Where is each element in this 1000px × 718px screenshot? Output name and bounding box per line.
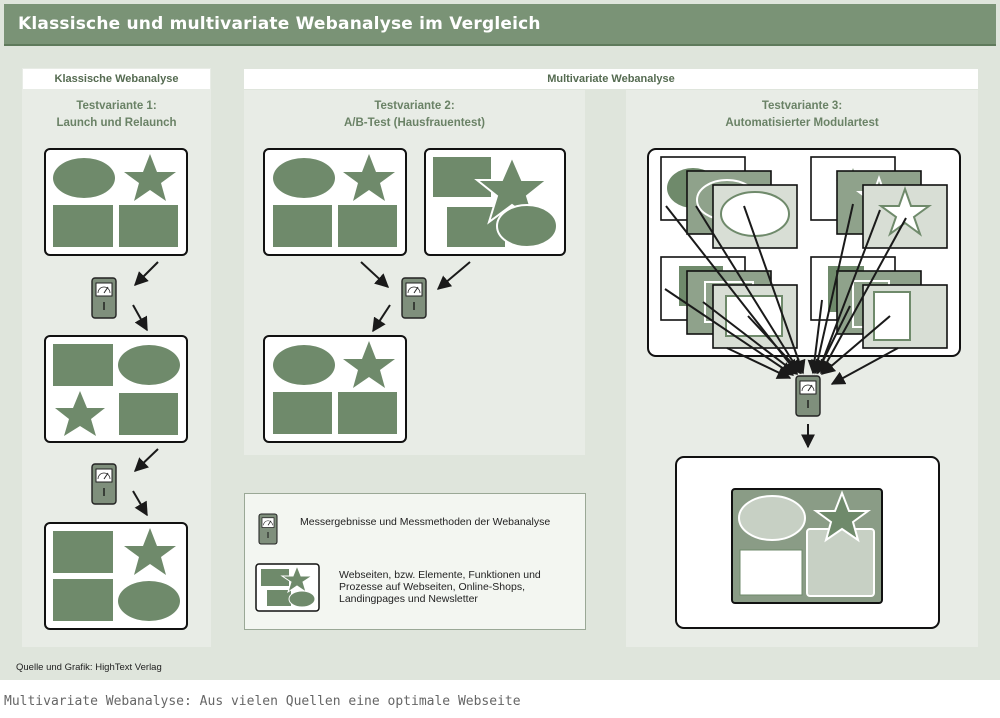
v2-page-b xyxy=(424,148,566,256)
legend-meter-icon xyxy=(258,513,278,545)
variant3-title: Testvariante 3: Automatisierter Modulart… xyxy=(626,98,978,132)
title-bar: Klassische und multivariate Webanalyse i… xyxy=(4,4,996,46)
variant3-name: Automatisierter Modulartest xyxy=(725,117,879,129)
v3-result-container xyxy=(675,456,940,629)
v1-page-1 xyxy=(44,148,188,256)
v3-sources-container xyxy=(647,148,961,357)
legend-page-line2: Prozesse auf Webseiten, Online-Shops, xyxy=(339,581,525,593)
legend-page-icon xyxy=(255,563,320,612)
variant2-number: Testvariante 2: xyxy=(374,100,455,112)
source-credit: Quelle und Grafik: HighText Verlag xyxy=(16,662,162,673)
page-title: Klassische und multivariate Webanalyse i… xyxy=(18,14,541,34)
v2-page-a xyxy=(263,148,407,256)
v3-meter-icon xyxy=(795,375,821,417)
figure-caption: Multivariate Webanalyse: Aus vielen Quel… xyxy=(4,694,521,709)
variant1-name: Launch und Relaunch xyxy=(56,117,177,129)
v1-page-2 xyxy=(44,335,188,443)
variant2-name: A/B-Test (Hausfrauentest) xyxy=(344,117,485,129)
classic-panel-header: Klassische Webanalyse xyxy=(23,69,210,89)
v3-arrows xyxy=(664,203,907,385)
v2-meter-icon xyxy=(401,277,427,319)
multivariate-panel-header: Multivariate Webanalyse xyxy=(244,69,978,89)
v1-meter-1-icon xyxy=(91,277,117,319)
variant3-number: Testvariante 3: xyxy=(761,100,843,112)
v1-page-3 xyxy=(44,522,188,630)
legend-meter-text: Messergebnisse und Messmethoden der Weba… xyxy=(300,516,551,528)
variant1-title: Testvariante 1: Launch und Relaunch xyxy=(22,98,211,132)
v1-meter-2-icon xyxy=(91,463,117,505)
legend-page-text: Webseiten, bzw. Elemente, Funktionen und… xyxy=(339,569,541,605)
variant1-number: Testvariante 1: xyxy=(76,100,157,112)
v2-result-page xyxy=(263,335,407,443)
variant2-title: Testvariante 2: A/B-Test (Hausfrauentest… xyxy=(244,98,585,132)
legend-page-line1: Webseiten, bzw. Elemente, Funktionen und xyxy=(339,569,541,581)
legend-page-line3: Landingpages und Newsletter xyxy=(339,593,478,605)
